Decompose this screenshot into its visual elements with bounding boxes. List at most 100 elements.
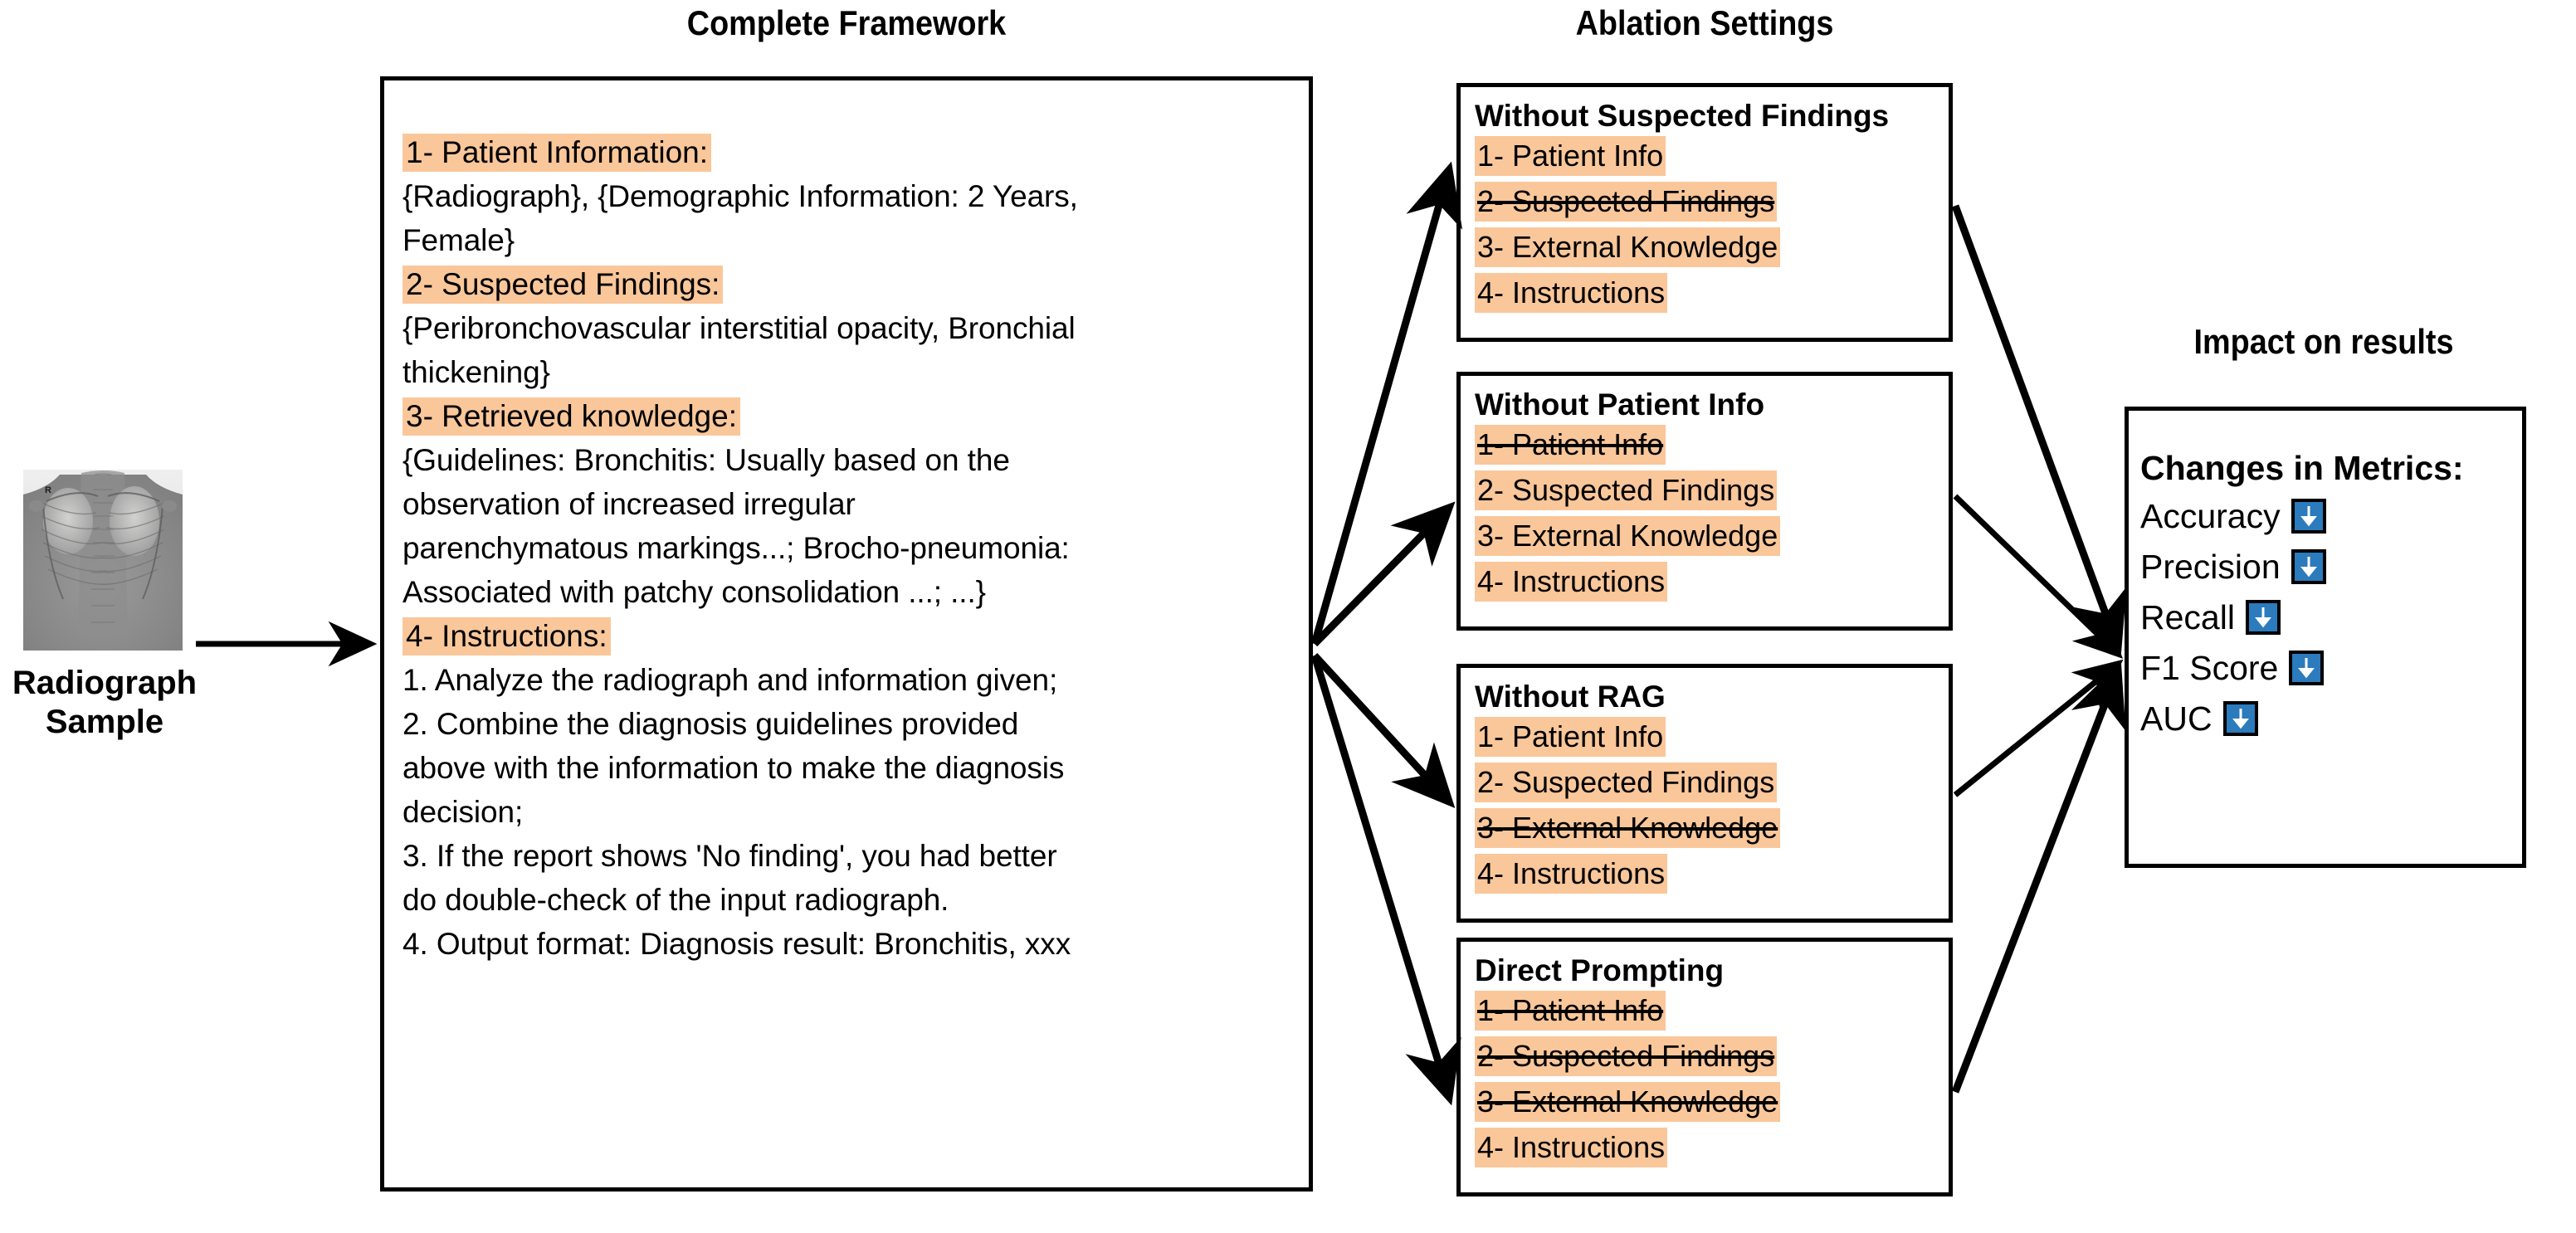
framework-section-heading-text: 4- Instructions: (402, 617, 611, 655)
ablation-item-label: 2- Suspected Findings (1475, 1036, 1778, 1076)
ablation-item-label: 1- Patient Info (1475, 136, 1666, 176)
framework-section-heading: 1- Patient Information: (402, 130, 1294, 174)
down-arrow-icon (2222, 701, 2258, 736)
impact-on-results-title: Impact on results (2193, 322, 2454, 361)
framework-section-heading-text: 1- Patient Information: (402, 134, 712, 172)
caption-line-2: Sample (45, 704, 164, 741)
framework-body-line: 3. If the report shows 'No finding', you… (402, 839, 1057, 873)
ablation-item-label: 4- Instructions (1475, 562, 1668, 602)
ablation-item-kept: 4- Instructions (1475, 854, 1942, 894)
ablation-box-direct-prompting[interactable]: Direct Prompting 1- Patient Info 2- Suspec… (1456, 938, 1953, 1196)
ablation-item-label: 1- Patient Info (1475, 991, 1666, 1031)
ablation-item-removed: 3- External Knowledge (1475, 808, 1942, 848)
ablation-item-removed: 1- Patient Info (1475, 991, 1942, 1031)
ablation-item-removed: 1- Patient Info (1475, 425, 1942, 465)
metric-label: Precision (2140, 548, 2281, 586)
ablation-item-label: 3- External Knowledge (1475, 516, 1781, 556)
framework-body-line: above with the information to make the d… (402, 751, 1065, 785)
ablation-item-removed: 2- Suspected Findings (1475, 1036, 1942, 1076)
framework-body-line: {Guidelines: Bronchitis: Usually based o… (402, 443, 1010, 477)
arrow-framework-to-ablation-3 (1311, 652, 1456, 808)
framework-body-line: thickening} (402, 355, 550, 389)
metric-label: F1 Score (2140, 649, 2279, 687)
ablation-box-title: Without Patient Info (1475, 387, 1765, 422)
framework-section-heading: 3- Retrieved knowledge: (402, 394, 1294, 438)
framework-content: 1- Patient Information: {Radiograph}, {De… (402, 130, 1294, 966)
framework-section-heading-text: 2- Suspected Findings: (402, 266, 724, 304)
ablation-item-kept: 3- External Knowledge (1475, 227, 1942, 267)
xray-side-marker-R: R (45, 485, 51, 495)
complete-framework-box: 1- Patient Information: {Radiograph}, {De… (380, 76, 1313, 1192)
framework-body-line: {Peribronchovascular interstitial opacit… (402, 311, 1076, 345)
framework-section-heading: 2- Suspected Findings: (402, 262, 1294, 306)
framework-body-line: 2. Combine the diagnosis guidelines prov… (402, 707, 1019, 741)
framework-body-line: Female} (402, 223, 515, 257)
ablation-box-title: Without RAG (1475, 680, 1666, 714)
ablation-item-label: 4- Instructions (1475, 854, 1668, 894)
framework-section-heading-text: 3- Retrieved knowledge: (402, 397, 740, 436)
ablation-item-label: 3- External Knowledge (1475, 227, 1781, 267)
framework-body-line: {Radiograph}, {Demographic Information: … (402, 179, 1078, 213)
arrow-ablation-2-to-results (1953, 494, 2124, 659)
framework-body-line: decision; (402, 795, 524, 829)
ablation-item-label: 2- Suspected Findings (1475, 763, 1778, 802)
framework-body-line: 1. Analyze the radiograph and informatio… (402, 663, 1058, 697)
framework-column-title: Complete Framework (686, 3, 1007, 42)
framework-body-line: do double-check of the input radiograph. (402, 883, 949, 917)
ablation-item-label: 1- Patient Info (1475, 425, 1666, 465)
arrow-framework-to-ablation-1 (1310, 161, 1463, 646)
down-arrow-icon (2291, 549, 2326, 584)
framework-body-line: observation of increased irregular (402, 487, 856, 521)
metric-row: Precision (2140, 546, 2514, 587)
ablation-item-kept: 4- Instructions (1475, 1128, 1942, 1167)
ablation-item-kept: 3- External Knowledge (1475, 516, 1942, 556)
radiograph-sample-image: R (23, 470, 183, 651)
arrow-ablation-3-to-results (1953, 659, 2124, 797)
ablation-item-kept: 1- Patient Info (1475, 717, 1942, 757)
metric-label: Recall (2140, 598, 2235, 636)
framework-body-line: 4. Output format: Diagnosis result: Bron… (402, 927, 1071, 961)
down-arrow-icon (2289, 651, 2325, 685)
framework-section-heading: 4- Instructions: (402, 614, 1294, 658)
ablation-box-title: Direct Prompting (1475, 953, 1725, 987)
ablation-item-kept: 2- Suspected Findings (1475, 763, 1942, 802)
arrow-ablation-4-to-results (1951, 661, 2126, 1094)
ablation-item-label: 4- Instructions (1475, 1128, 1668, 1167)
ablation-item-removed: 2- Suspected Findings (1475, 182, 1942, 222)
caption-line-1: Radiograph (12, 665, 198, 701)
framework-body-line: Associated with patchy consolidation ...… (402, 575, 986, 609)
radiograph-sample-caption: Radiograph Sample (0, 664, 209, 742)
ablation-item-kept: 4- Instructions (1475, 562, 1942, 602)
down-arrow-icon (2245, 600, 2281, 635)
metric-row: F1 Score (2140, 647, 2514, 689)
ablation-item-label: 1- Patient Info (1475, 717, 1666, 757)
ablation-item-label: 2- Suspected Findings (1475, 182, 1778, 222)
results-heading: Changes in Metrics: (2140, 449, 2464, 487)
ablation-item-label: 3- External Knowledge (1475, 1082, 1781, 1122)
ablation-item-kept: 1- Patient Info (1475, 136, 1942, 176)
metric-row: Accuracy (2140, 495, 2514, 537)
metric-label: Accuracy (2140, 497, 2281, 535)
ablation-item-label: 3- External Knowledge (1475, 808, 1781, 848)
ablation-box-title: Without Suspected Findings (1475, 99, 1890, 133)
metric-row: Recall (2140, 597, 2514, 638)
ablation-item-kept: 2- Suspected Findings (1475, 470, 1942, 510)
framework-body-line: parenchymatous markings...; Brocho-pneum… (402, 531, 1070, 565)
ablation-item-removed: 3- External Knowledge (1475, 1082, 1942, 1122)
ablation-box-content: Direct Prompting 1- Patient Info 2- Suspec… (1475, 953, 1942, 1173)
ablation-item-label: 4- Instructions (1475, 273, 1668, 313)
metric-label: AUC (2140, 699, 2213, 738)
arrow-framework-to-ablation-2 (1311, 501, 1456, 647)
arrow-ablation-1-to-results (1951, 204, 2127, 656)
arrow-framework-to-ablation-4 (1310, 654, 1461, 1106)
ablation-item-label: 2- Suspected Findings (1475, 470, 1778, 510)
ablation-column-title: Ablation Settings (1575, 3, 1834, 42)
ablation-item-kept: 4- Instructions (1475, 273, 1942, 313)
down-arrow-icon (2291, 499, 2326, 534)
